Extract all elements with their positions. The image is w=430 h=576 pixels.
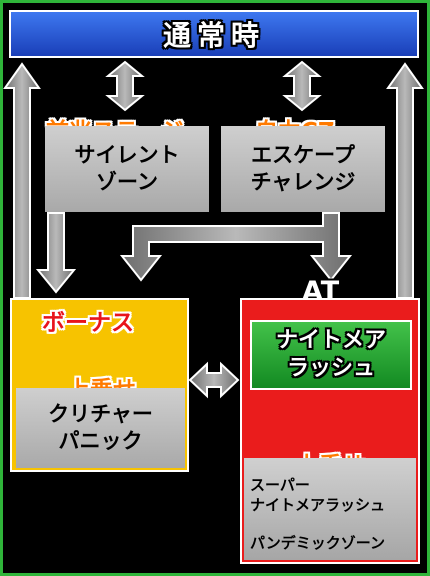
arrow-cz-split: [119, 212, 353, 282]
zenchou-box: サイレント ゾーン: [45, 126, 209, 212]
arrow-bonus-at-double: [188, 361, 240, 399]
cz-name-line1: エスケープ: [251, 143, 355, 167]
nightmare-rush-line1: ナイトメア: [275, 328, 386, 353]
super-nightmare-line1: スーパー: [250, 476, 310, 494]
pandemic-zone-label: パンデミックゾーン: [250, 534, 386, 552]
arrow-bonus-to-normal: [3, 62, 41, 299]
arrow-zenchou-to-bonus: [35, 212, 77, 294]
at-uwanose-box: スーパー ナイトメアラッシュ パンデミックゾーン: [244, 458, 416, 560]
normal-state-label: 通常時: [162, 19, 265, 52]
at-panel: ナイトメア ラッシュ 上乗せ スーパー ナイトメアラッシュ パンデミックゾーン: [240, 298, 420, 564]
bonus-heading: ボーナス: [42, 310, 134, 336]
zenchou-name-line1: サイレント: [74, 143, 180, 167]
arrow-normal-cz-double: [282, 60, 322, 112]
zenchou-name-line2: ゾーン: [96, 170, 158, 194]
bonus-panel: ボーナス 上乗せ クリチャー パニック: [10, 298, 189, 472]
bonus-uwanose-box: クリチャー パニック: [16, 388, 185, 468]
super-nightmare-line2: ナイトメアラッシュ: [250, 496, 386, 514]
bonus-uwanose-line1: クリチャー: [48, 402, 153, 426]
bonus-uwanose-line2: パニック: [58, 429, 143, 453]
normal-state-banner: 通常時: [9, 10, 419, 58]
nightmare-rush-line2: ラッシュ: [286, 356, 375, 381]
arrow-at-to-normal: [386, 62, 424, 299]
cz-name-line2: チャレンジ: [250, 170, 356, 194]
arrow-normal-zenchou-double: [105, 60, 145, 112]
nightmare-rush-box: ナイトメア ラッシュ: [250, 320, 412, 390]
cz-box: エスケープ チャレンジ: [221, 126, 385, 212]
